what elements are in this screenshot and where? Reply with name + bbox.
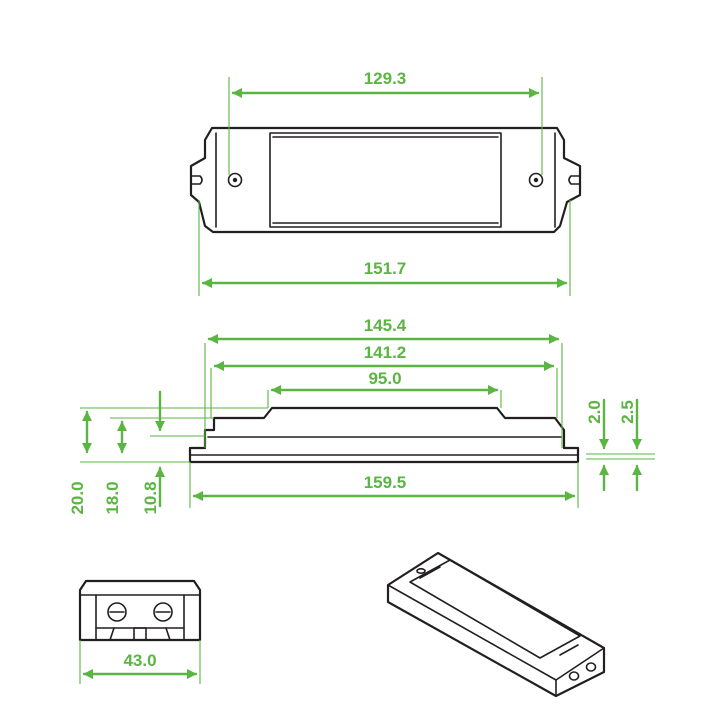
dim-label-top-holes: 129.3 <box>364 69 407 88</box>
iso-screw-right <box>585 662 597 672</box>
end-view-outline <box>78 579 202 642</box>
dim-label-height-total: 20.0 <box>68 481 87 514</box>
iso-mounting-hole <box>416 567 426 574</box>
left-mounting-hole <box>227 172 243 188</box>
dim-label-side-base: 159.5 <box>364 473 407 492</box>
side-view: 145.4 141.2 95.0 159.5 20.0 18.0 10.8 2.… <box>68 316 655 515</box>
right-mounting-hole <box>528 172 544 188</box>
top-view-outline <box>189 126 582 234</box>
dim-label-side-top-c: 95.0 <box>368 369 401 388</box>
left-mounting-slot <box>190 175 203 185</box>
end-view-foot <box>109 627 171 641</box>
dim-label-height-step: 10.8 <box>141 481 160 514</box>
right-mounting-slot <box>568 175 581 185</box>
terminal-divider <box>133 627 147 641</box>
side-view-outline <box>188 406 580 464</box>
dim-label-side-top-a: 145.4 <box>364 316 407 335</box>
terminal-screw-right <box>153 602 173 622</box>
isometric-view <box>386 551 606 698</box>
dim-label-base-thick-a: 2.0 <box>585 400 604 424</box>
top-view-label-area <box>269 132 502 228</box>
dim-label-top-length: 151.7 <box>364 259 407 278</box>
dim-label-base-thick-b: 2.5 <box>618 400 637 424</box>
terminal-screw-left <box>107 602 127 622</box>
iso-label-panel <box>409 559 581 659</box>
dim-label-side-top-b: 141.2 <box>364 343 407 362</box>
iso-body <box>386 551 606 698</box>
dim-label-end-width: 43.0 <box>123 651 156 670</box>
end-view: 43.0 <box>78 579 202 684</box>
iso-cap-edge <box>559 644 579 656</box>
top-view: 129.3 151.7 <box>189 69 582 296</box>
iso-screw-left <box>568 671 580 681</box>
iso-cap-edge <box>419 566 441 579</box>
dim-label-height-mid: 18.0 <box>103 481 122 514</box>
